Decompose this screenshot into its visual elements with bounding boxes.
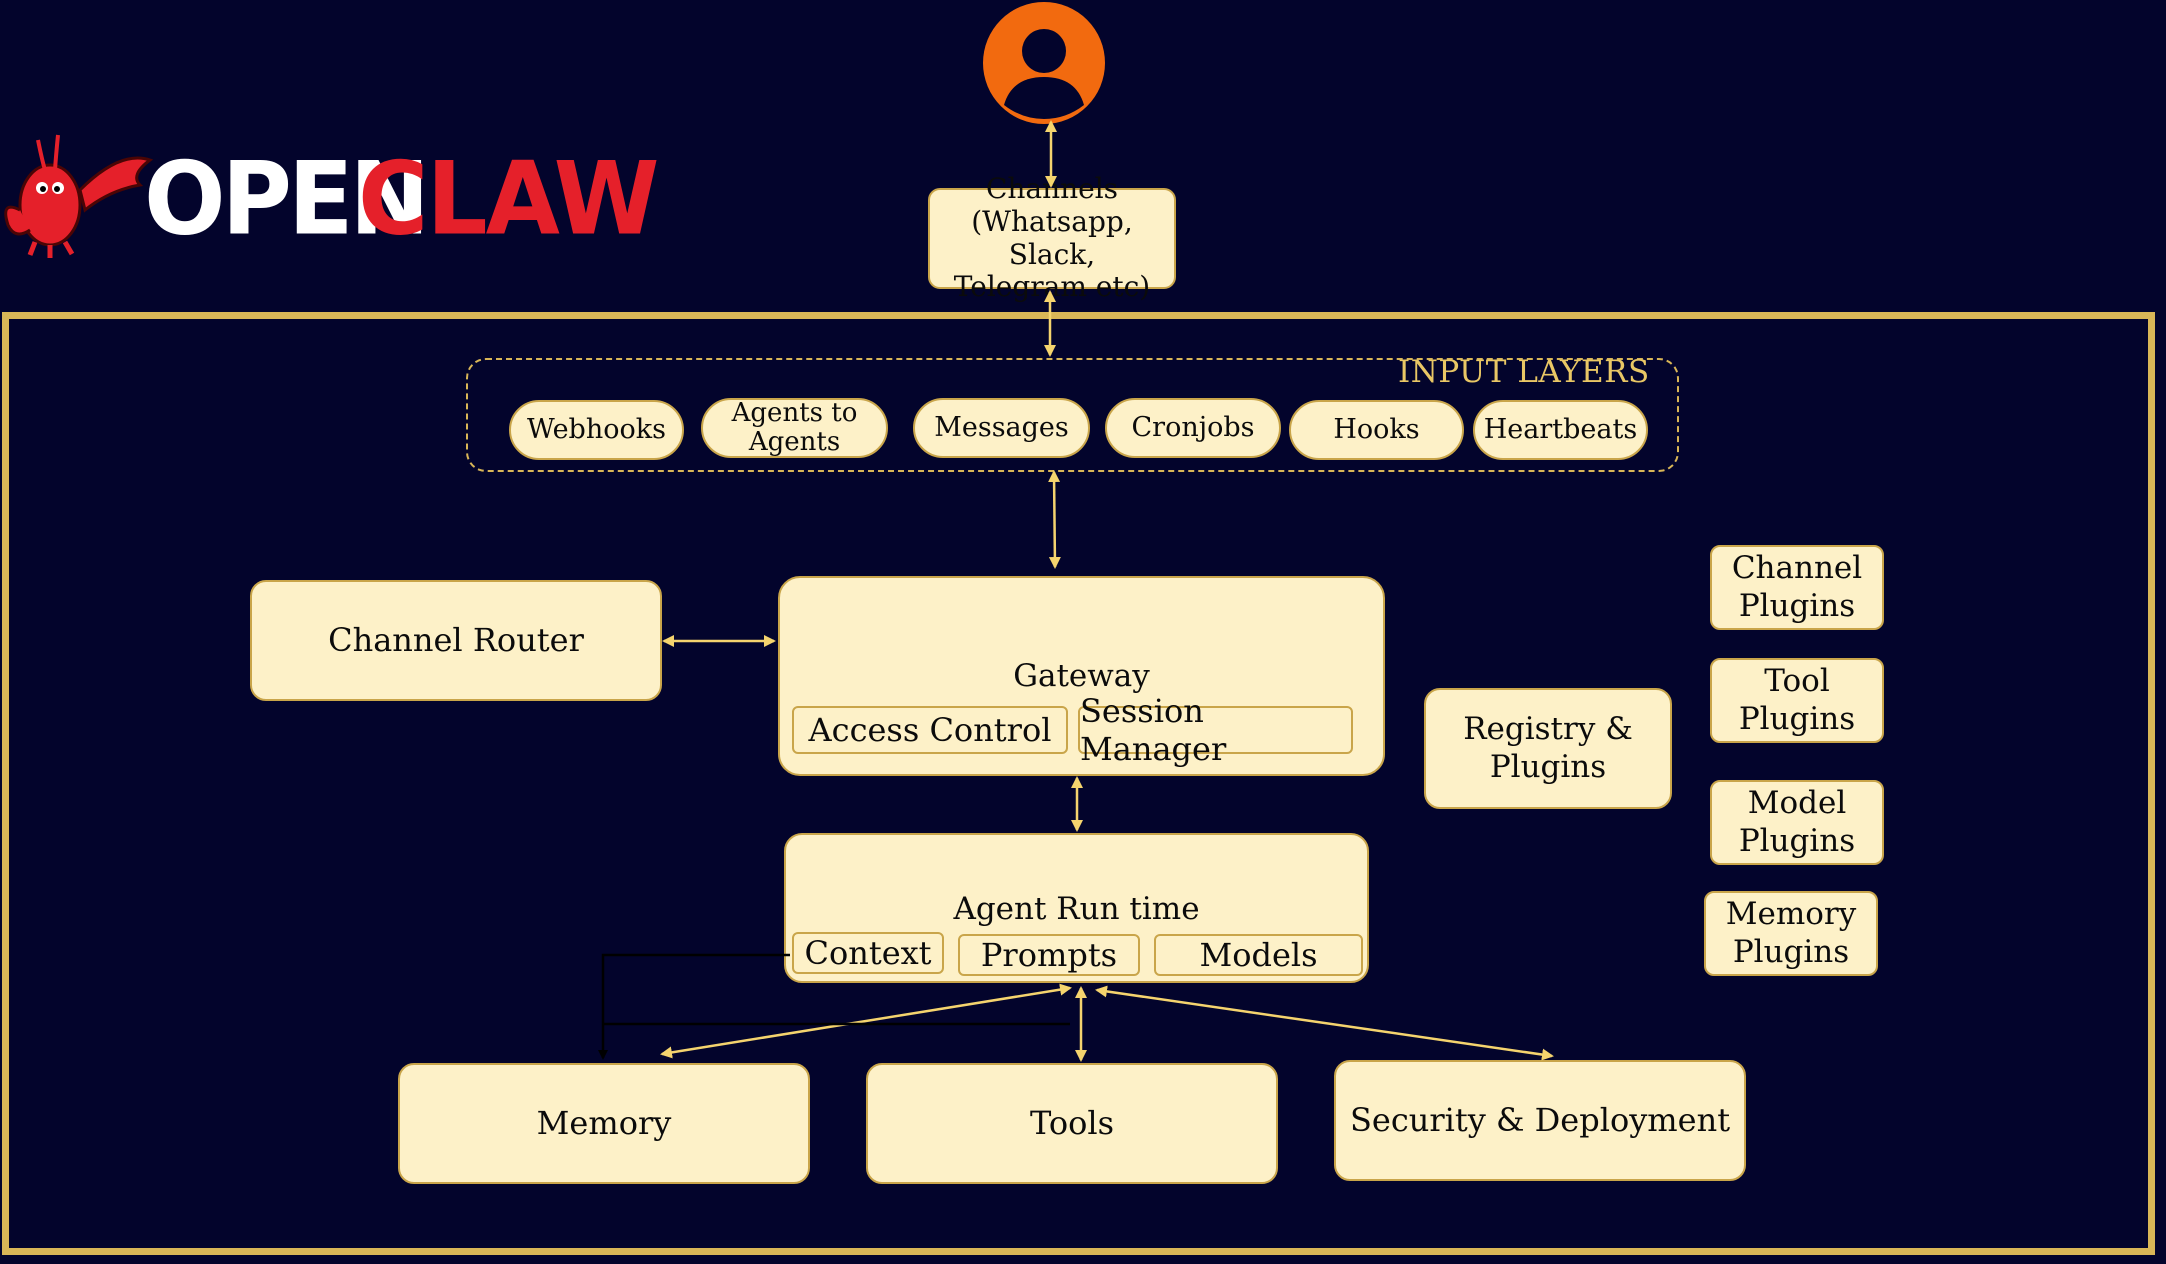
channels-line2: (Whatsapp, Slack,	[971, 204, 1133, 271]
models-label: Models	[1199, 936, 1318, 974]
channels-box: Channels (Whatsapp, Slack, Telegram etc)	[928, 172, 1176, 303]
input-webhooks: Webhooks	[509, 400, 684, 460]
channel-plugins-line1: Channel	[1731, 550, 1863, 587]
tool-plugins-box: Tool Plugins	[1710, 658, 1884, 743]
input-agents-label: Agents to Agents	[731, 397, 858, 457]
registry-plugins-box: Registry & Plugins	[1424, 688, 1672, 809]
input-cronjobs: Cronjobs	[1105, 398, 1281, 458]
channel-router-label: Channel Router	[328, 621, 584, 660]
memory-plugins-line2: Plugins	[1732, 933, 1850, 970]
logo-open-text: OPEN	[144, 140, 430, 258]
models-box: Models	[1154, 934, 1363, 976]
registry-line1: Registry &	[1463, 711, 1633, 748]
model-plugins-line2: Plugins	[1738, 822, 1856, 859]
tool-plugins-line1: Tool	[1764, 663, 1830, 700]
input-hooks: Hooks	[1289, 400, 1464, 460]
access-control-box: Access Control	[792, 706, 1068, 754]
memory-plugins-box: Memory Plugins	[1704, 891, 1878, 976]
channel-plugins-line2: Plugins	[1738, 587, 1856, 624]
context-label: Context	[804, 934, 932, 972]
security-label: Security & Deployment	[1349, 1101, 1731, 1140]
prompts-box: Prompts	[958, 934, 1140, 976]
channel-router-box: Channel Router	[250, 580, 662, 701]
system-frame	[2, 312, 2155, 1255]
input-hooks-label: Hooks	[1333, 413, 1420, 445]
user-avatar-icon	[983, 2, 1105, 124]
arrow-runtime-memory	[660, 983, 1072, 1059]
memory-label: Memory	[536, 1104, 672, 1143]
channel-plugins-box: Channel Plugins	[1710, 545, 1884, 630]
input-layers-group	[466, 358, 1679, 472]
tools-box: Tools	[866, 1063, 1278, 1184]
input-heartbeats-label: Heartbeats	[1483, 413, 1638, 445]
arrow-input-gateway	[1048, 470, 1061, 569]
logo-claw-text: CLAW	[358, 140, 659, 258]
prompts-label: Prompts	[980, 936, 1118, 974]
access-control-label: Access Control	[808, 711, 1052, 749]
model-plugins-box: Model Plugins	[1710, 780, 1884, 865]
arrow-runtime-security	[1095, 985, 1554, 1061]
input-cronjobs-label: Cronjobs	[1131, 411, 1255, 443]
session-manager-box: Session Manager	[1078, 692, 1353, 768]
session-manager-label: Session Manager	[1080, 692, 1227, 768]
input-layers-title: INPUT LAYERS	[1398, 354, 1650, 390]
context-memory-link	[598, 953, 790, 1060]
agent-runtime-title: Agent Run time	[953, 891, 1200, 927]
gateway-title: Gateway	[1013, 658, 1150, 694]
memory-box: Memory	[398, 1063, 810, 1184]
registry-line2: Plugins	[1489, 748, 1607, 785]
context-box: Context	[792, 932, 944, 974]
memory-plugins-line1: Memory	[1725, 896, 1857, 933]
input-webhooks-label: Webhooks	[527, 413, 666, 445]
tool-plugins-line2: Plugins	[1738, 700, 1856, 737]
lobster-mascot-icon	[4, 134, 154, 258]
security-deployment-box: Security & Deployment	[1334, 1060, 1746, 1181]
input-heartbeats: Heartbeats	[1473, 400, 1648, 460]
model-plugins-line1: Model	[1747, 785, 1847, 822]
input-messages: Messages	[913, 398, 1090, 458]
input-agents-to-agents: Agents to Agents	[701, 398, 888, 458]
input-messages-label: Messages	[934, 411, 1069, 443]
tools-label: Tools	[1029, 1104, 1115, 1143]
